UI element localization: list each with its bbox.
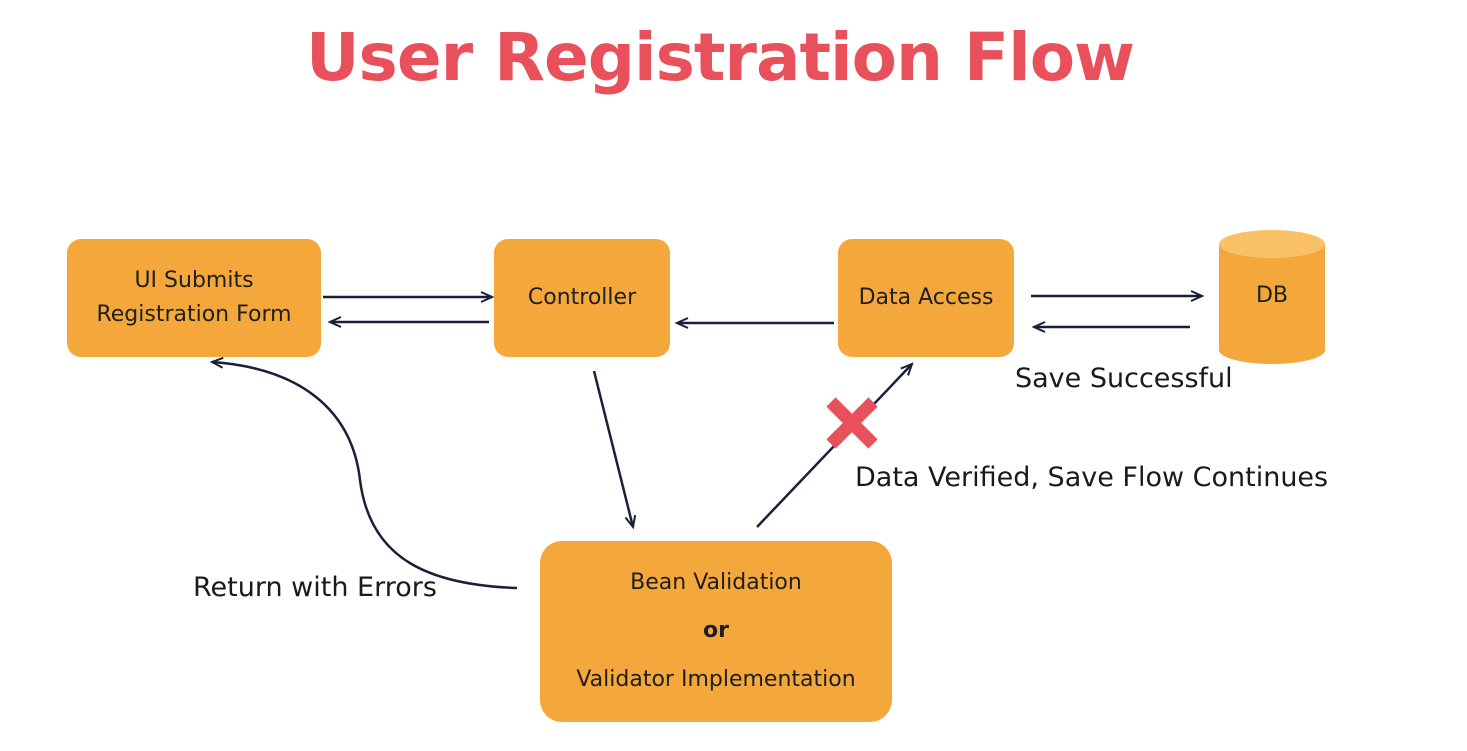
node-data-access-label: Data Access: [858, 284, 994, 310]
node-db-label: DB: [1255, 283, 1289, 308]
arrow-validation-to-ui: [212, 362, 518, 590]
node-validation: Bean Validation or Validator Implementat…: [540, 541, 892, 722]
label-save-successful: Save Successful: [1015, 363, 1233, 394]
node-ui-line2: Registration Form: [96, 302, 292, 327]
node-controller: Controller: [494, 239, 670, 357]
arrow-controller-to-validation: [592, 370, 633, 527]
node-validation-line1: Bean Validation: [630, 570, 802, 596]
node-validation-line3: Validator Implementation: [576, 666, 856, 692]
node-ui-line1: UI Submits: [134, 267, 254, 293]
node-controller-label: Controller: [527, 284, 637, 310]
label-data-verified: Data Verified, Save Flow Continues: [855, 462, 1329, 493]
label-return-with-errors: Return with Errors: [193, 572, 437, 603]
node-validation-or: or: [703, 618, 729, 644]
node-ui-submits-form: UI Submits Registration Form: [67, 239, 321, 357]
red-x-icon: [826, 397, 878, 449]
db-cylinder: [1219, 230, 1325, 364]
page-title: User Registration Flow: [305, 19, 1135, 96]
node-data-access: Data Access: [838, 239, 1014, 357]
